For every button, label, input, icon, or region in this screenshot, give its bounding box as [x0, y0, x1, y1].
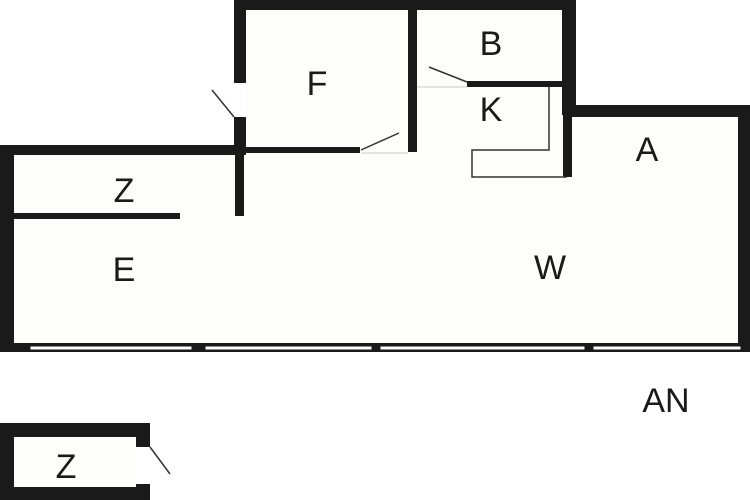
- windows: [29, 345, 742, 351]
- wall-f-left-upper: [234, 0, 246, 83]
- doors: [149, 66, 468, 475]
- door-f: [360, 132, 400, 151]
- wall-b-right: [562, 0, 576, 115]
- wall-z2-right-lower: [136, 484, 150, 500]
- wall-partial: [235, 152, 244, 216]
- wall-f-b: [408, 10, 417, 152]
- wall-z2-left: [0, 423, 14, 500]
- wall-top: [234, 0, 576, 10]
- door-b: [428, 66, 468, 83]
- wall-z: [14, 213, 180, 219]
- room-label-f: F: [307, 65, 328, 103]
- wall-b-k: [467, 81, 562, 87]
- wall-bottom: [0, 343, 750, 352]
- door-f-outer: [211, 89, 235, 118]
- floor-areas: [14, 10, 738, 487]
- room-label-w: W: [534, 249, 566, 287]
- wall-f-bottom: [246, 147, 360, 153]
- wall-z2-right-upper: [136, 423, 150, 447]
- door-z2: [149, 446, 171, 475]
- room-label-e: E: [113, 251, 136, 289]
- area-label-an: AN: [642, 382, 689, 420]
- wall-z2-bottom: [0, 487, 150, 500]
- wall-a-top: [566, 105, 750, 117]
- kitchen-counter: [471, 87, 567, 178]
- room-label-a: A: [636, 131, 659, 169]
- wall-e-top: [0, 145, 246, 155]
- wall-left: [0, 145, 14, 352]
- room-label-b: B: [480, 25, 503, 63]
- wall-z2-top: [0, 423, 150, 437]
- room-label-z: Z: [114, 172, 135, 210]
- wall-right: [738, 105, 750, 352]
- wall-k-right: [563, 110, 572, 177]
- room-label-z2: Z: [56, 448, 77, 486]
- room-label-k: K: [480, 91, 503, 129]
